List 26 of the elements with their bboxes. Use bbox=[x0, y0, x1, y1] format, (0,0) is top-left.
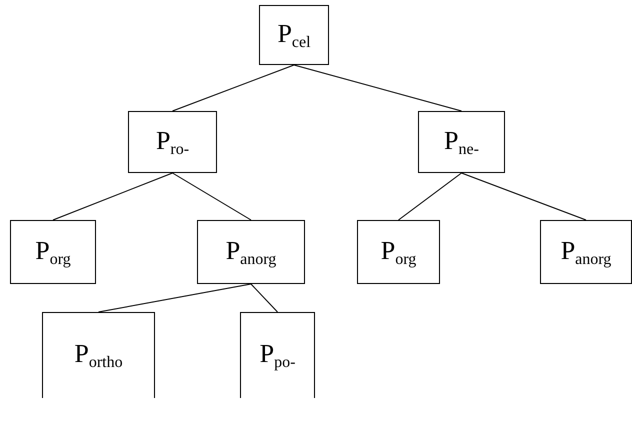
tree-line bbox=[98, 284, 252, 312]
tree-line bbox=[250, 284, 278, 312]
term-box bbox=[540, 220, 632, 284]
term-box bbox=[240, 312, 315, 398]
term-box bbox=[42, 312, 155, 398]
term-label: P$_{anorg}$ bbox=[226, 236, 276, 268]
tree-line bbox=[172, 64, 294, 112]
term-label: P$_{org}$ bbox=[380, 236, 416, 268]
term-box bbox=[259, 5, 329, 65]
term-label: P$_{anorg}$ bbox=[560, 236, 612, 268]
tree-line bbox=[398, 172, 462, 220]
term-box bbox=[10, 220, 96, 284]
tree-line bbox=[294, 64, 462, 112]
term-label: P$_{ne-}$ bbox=[444, 126, 479, 158]
tree-line bbox=[461, 172, 586, 220]
term-box bbox=[418, 111, 505, 173]
term-label: P$_{po-}$ bbox=[260, 339, 296, 372]
term-box bbox=[197, 220, 305, 284]
tree-line bbox=[52, 172, 173, 220]
term-box bbox=[357, 220, 440, 284]
term-label: P$_{ortho}$ bbox=[74, 339, 123, 372]
term-box bbox=[128, 111, 217, 173]
term-label: P$_{cel}$ bbox=[277, 18, 311, 52]
tree-line bbox=[172, 172, 252, 220]
term-label: P$_{ro-}$ bbox=[156, 126, 190, 158]
term-label: P$_{org}$ bbox=[35, 236, 71, 268]
